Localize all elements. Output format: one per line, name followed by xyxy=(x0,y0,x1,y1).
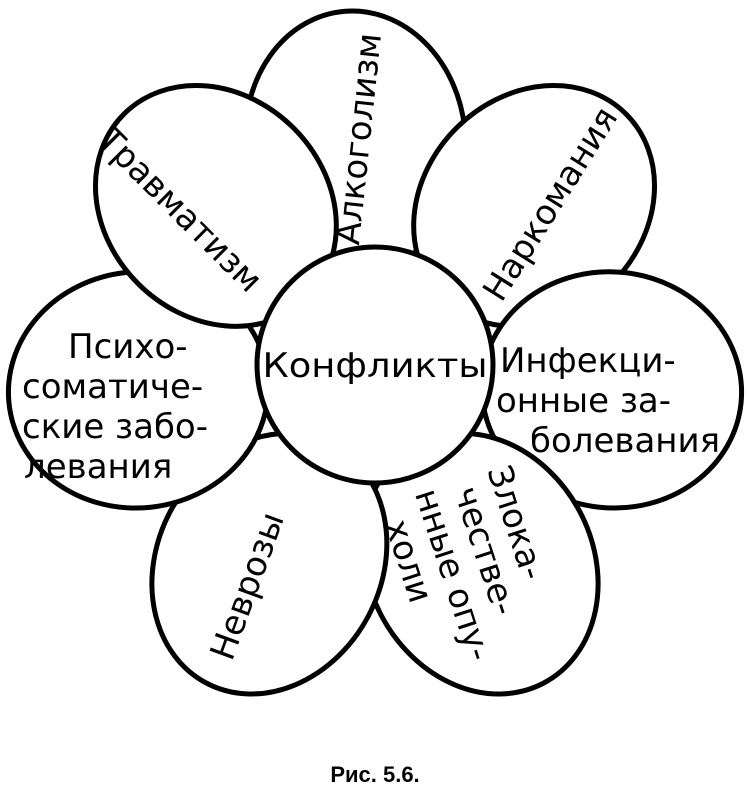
label-line: болевания xyxy=(530,421,720,461)
label-line: онные за- xyxy=(496,381,671,421)
label-line: Инфекци- xyxy=(500,341,676,381)
label-psychosomatic: Психо- соматиче- ские забо- левания xyxy=(22,327,208,487)
label-line: соматиче- xyxy=(22,367,203,407)
label-line: левания xyxy=(24,447,172,487)
label-line: Психо- xyxy=(68,327,188,367)
label-line: ские забо- xyxy=(22,407,208,447)
label-infectious: Инфекци- онные за- болевания xyxy=(496,341,720,461)
figure-caption: Рис. 5.6. xyxy=(330,762,419,787)
center-label: Конфликты xyxy=(263,346,488,386)
center-circle xyxy=(254,244,496,486)
